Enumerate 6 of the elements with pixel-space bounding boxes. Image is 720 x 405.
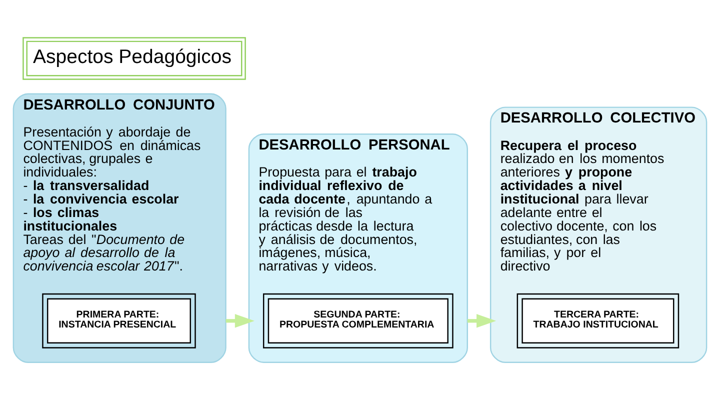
arrow — [226, 314, 254, 328]
node-box: SEGUNDA PARTE: PROPUESTA COMPLEMENTARIA — [263, 293, 454, 348]
arrow — [467, 314, 496, 328]
node-box: TERCERA PARTE: TRABAJO INSTITUCIONAL — [516, 293, 680, 348]
node-box: PRIMERA PARTE: INSTANCIA PRESENCIAL — [42, 293, 196, 348]
diagram-title: Aspectos Pedagógicos — [32, 46, 232, 68]
